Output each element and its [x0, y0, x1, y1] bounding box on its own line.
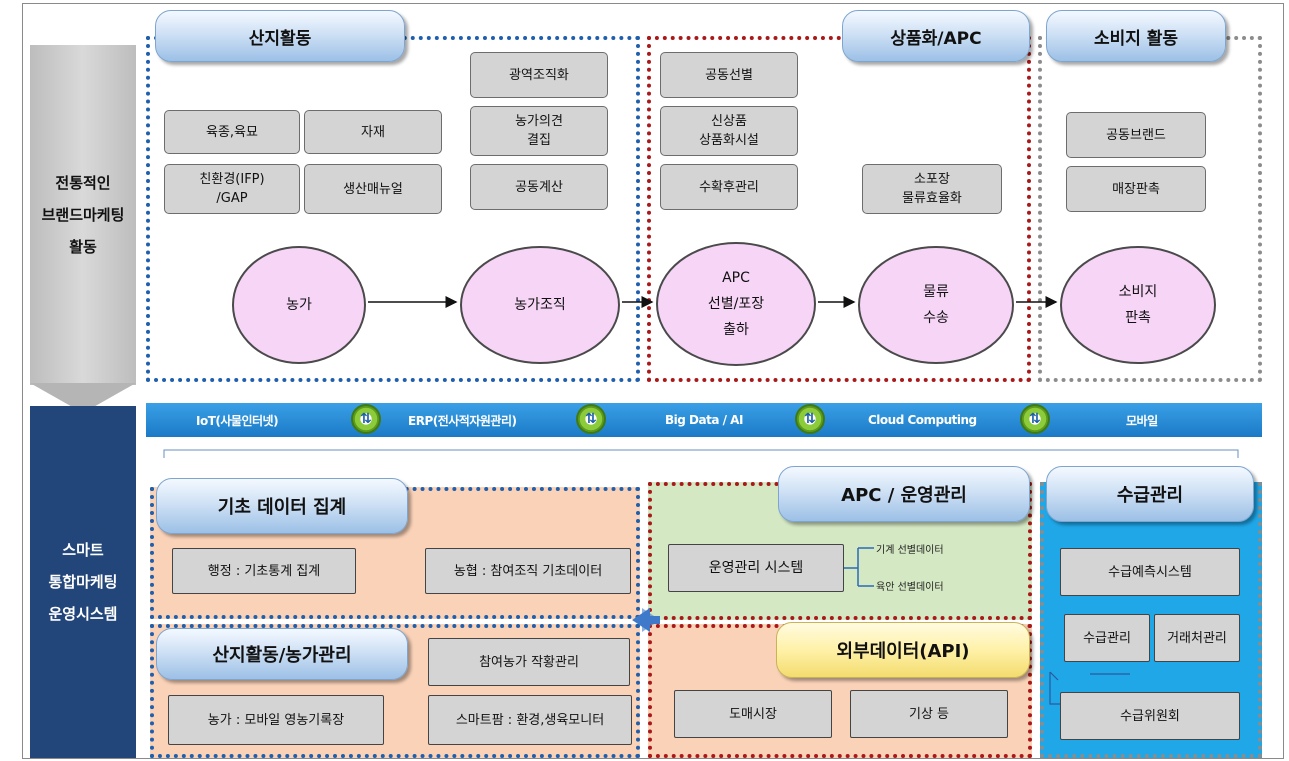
- joint-calc-box: 공동계산: [470, 164, 608, 210]
- brand-box: 공동브랜드: [1066, 112, 1206, 158]
- participating-farm-box: 참여농가 작황관리: [428, 638, 630, 686]
- farm-mgmt-title: 산지활동/농가관리: [156, 628, 408, 680]
- wholesale-box: 도매시장: [674, 690, 832, 738]
- logistics-circle: 물류 수송: [858, 246, 1014, 364]
- farm-circle: 농가: [232, 246, 366, 364]
- production-title-text: 산지활동: [248, 28, 312, 49]
- partner-mgmt-box: 거래처관리: [1154, 614, 1240, 662]
- sync-icon: ⇅: [1020, 404, 1050, 434]
- apc-ops-title-text: APC / 운영관리: [841, 485, 967, 506]
- smart-label: 스마트 통합마케팅 운영시스템: [30, 406, 136, 758]
- external-title: 외부데이터(API): [776, 622, 1030, 678]
- postharvest-box: 수확후관리: [660, 164, 798, 210]
- tech-iot: IoT(사물인터넷): [196, 413, 279, 428]
- ops-branch-lines: [844, 547, 874, 587]
- supply-forecast-box: 수급예측시스템: [1060, 548, 1240, 596]
- visual-sort-data: 육안 선별데이터: [876, 582, 944, 593]
- sync-icon: ⇅: [795, 404, 825, 434]
- basic-data-title-text: 기초 데이터 집계: [217, 497, 347, 518]
- manual-box: 생산매뉴얼: [304, 164, 442, 214]
- supply-link-arrow: [1049, 671, 1130, 705]
- weather-box: 기상 등: [850, 690, 1008, 738]
- breeding-box: 육종,육묘: [164, 110, 300, 154]
- diagram-frame: [22, 3, 1284, 759]
- joint-sort-box: 공동선별: [660, 52, 798, 98]
- new-product-box: 신상품 상품화시설: [660, 106, 798, 156]
- materials-box: 자재: [304, 110, 442, 154]
- supply-title: 수급관리: [1046, 466, 1254, 522]
- ops-system-box: 운영관리 시스템: [668, 544, 844, 592]
- flow-arrows: [368, 296, 1058, 308]
- farm-org-circle: 농가조직: [460, 246, 620, 364]
- apc-ops-title: APC / 운영관리: [778, 466, 1030, 522]
- eco-box: 친환경(IFP) /GAP: [164, 164, 300, 214]
- promotion-box: 매장판촉: [1066, 166, 1206, 212]
- commercialization-region: [647, 36, 1031, 382]
- traditional-label-text: 전통적인 브랜드마케팅 활동: [41, 174, 125, 256]
- consumer-title: 소비지 활동: [1046, 10, 1226, 62]
- machine-sort-data: 기계 선별데이터: [876, 545, 944, 556]
- packaging-box: 소포장 물류효율화: [862, 164, 1002, 214]
- tech-bigdata: Big Data / AI: [665, 413, 743, 427]
- production-title: 산지활동: [155, 10, 405, 62]
- opinion-box: 농가의견 결집: [470, 106, 608, 156]
- traditional-label: 전통적인 브랜드마케팅 활동: [30, 45, 136, 385]
- down-arrow: [30, 383, 136, 413]
- commercialization-title: 상품화/APC: [842, 10, 1030, 62]
- supply-committee-box: 수급위원회: [1060, 692, 1240, 740]
- consumer-title-text: 소비지 활동: [1093, 28, 1179, 49]
- tech-erp: ERP(전사적자원관리): [408, 413, 517, 428]
- smart-connectors: [632, 608, 660, 632]
- supply-title-text: 수급관리: [1116, 485, 1184, 506]
- smart-label-text: 스마트 통합마케팅 운영시스템: [48, 541, 118, 623]
- basic-data-title: 기초 데이터 집계: [156, 478, 408, 534]
- bracket-line: [163, 449, 1239, 458]
- nh-data-box: 농협 : 참여조직 기초데이터: [425, 548, 631, 594]
- sync-icon: ⇅: [351, 404, 381, 434]
- farm-mobile-box: 농가 : 모바일 영농기록장: [168, 695, 384, 745]
- supply-mgmt-box: 수급관리: [1064, 614, 1150, 662]
- external-title-text: 외부데이터(API): [836, 641, 970, 662]
- farm-mgmt-title-text: 산지활동/농가관리: [212, 645, 352, 666]
- tech-mobile: 모바일: [1126, 413, 1158, 428]
- regional-box: 광역조직화: [470, 52, 608, 98]
- admin-stats-box: 행정 : 기초통계 집계: [172, 548, 356, 594]
- tech-cloud: Cloud Computing: [868, 413, 977, 427]
- apc-circle: APC 선별/포장 출하: [656, 242, 816, 366]
- tech-bar: [146, 403, 1262, 437]
- sync-icon: ⇅: [576, 404, 606, 434]
- smartfarm-box: 스마트팜 : 환경,생육모니터: [428, 695, 632, 745]
- consumer-circle: 소비지 판촉: [1060, 246, 1216, 364]
- commercialization-title-text: 상품화/APC: [890, 28, 982, 49]
